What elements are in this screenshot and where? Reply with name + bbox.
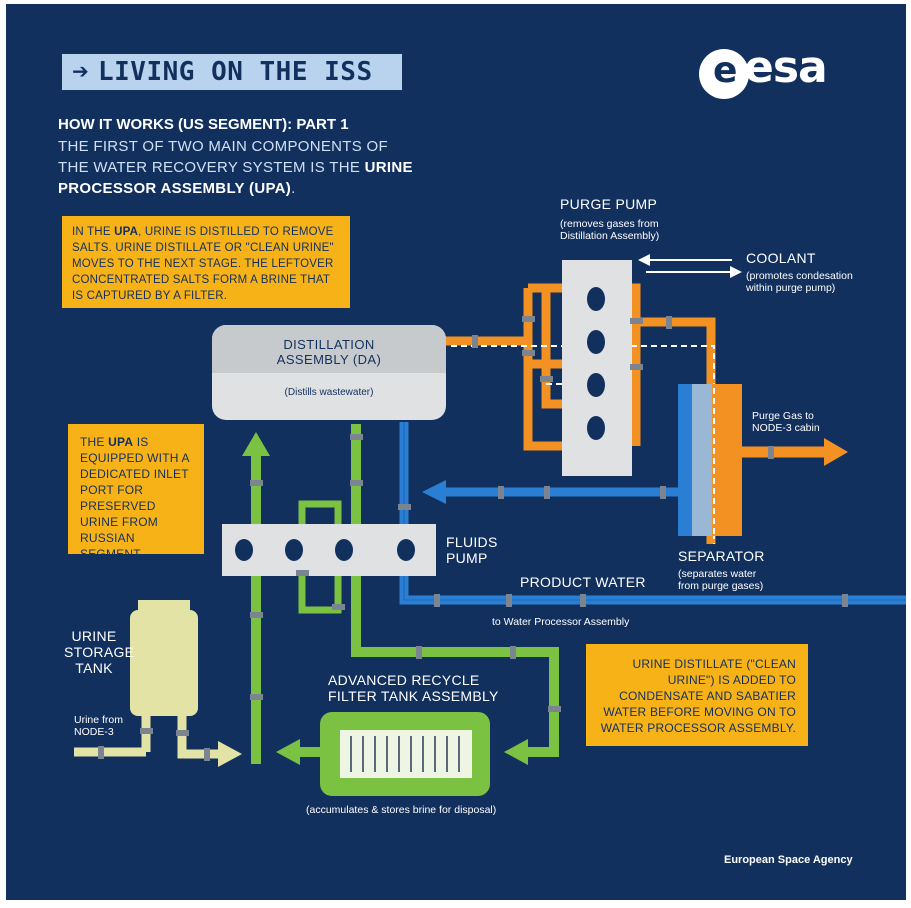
arfta-desc: (accumulates & stores brine for disposal… [306, 804, 497, 816]
esa-logo-icon: e [713, 50, 738, 91]
pipe-couplings [98, 316, 848, 761]
pipe-diagram [74, 254, 906, 796]
fluids-pump-label: FLUIDS PUMP [446, 534, 498, 566]
product-water-title: PRODUCT WATER [520, 574, 646, 590]
esa-logo-circle [699, 49, 749, 99]
title-banner [62, 54, 402, 90]
page-title: LIVING ON THE ISS [98, 57, 373, 87]
urine-source-label: Urine from NODE-3 [74, 714, 124, 738]
purge-pump-desc: (removes gases from Distillation Assembl… [560, 218, 660, 242]
coolant-desc: (promotes condesation within purge pump) [746, 270, 853, 294]
purge-pump-body [562, 260, 632, 476]
arrow-right-icon: ➔ [72, 59, 89, 83]
note-upa-intro: IN THE UPA, URINE IS DISTILLED TO REMOVE… [62, 216, 350, 308]
note-inlet-port: THE UPA IS EQUIPPED WITH A DEDICATED INL… [68, 424, 204, 561]
product-water-desc: to Water Processor Assembly [492, 616, 630, 628]
distillation-assembly: DISTILLATION ASSEMBLY (DA) (Distills was… [212, 325, 446, 420]
esa-logo-text: esa [744, 42, 828, 93]
distillation-assembly-title: DISTILLATION ASSEMBLY (DA) [276, 337, 382, 367]
note-urine-distillate: URINE DISTILLATE ("CLEAN URINE") IS ADDE… [586, 644, 808, 746]
footer-credit: European Space Agency [724, 854, 853, 866]
separator-return-pipe [422, 480, 684, 504]
purge-gas-arrow [742, 438, 848, 466]
section-heading: HOW IT WORKS (US SEGMENT): PART 1 [58, 116, 349, 133]
coolant-arrows [638, 254, 742, 278]
arfta-title: ADVANCED RECYCLE FILTER TANK ASSEMBLY [328, 672, 499, 704]
arfta-tank [320, 712, 490, 796]
coolant-title: COOLANT [746, 250, 816, 266]
distillation-assembly-top [212, 325, 446, 373]
fluids-pump-body [222, 524, 436, 576]
purge-pump-title: PURGE PUMP [560, 196, 658, 212]
section-subheading: THE FIRST OF TWO MAIN COMPONENTS OF THE … [58, 138, 413, 197]
urine-tank-label: URINE STORAGE TANK [64, 628, 135, 676]
separator-title: SEPARATOR [678, 548, 765, 564]
separator-desc: (separates water from purge gases) [678, 568, 764, 592]
urine-storage-tank [74, 600, 242, 767]
separator-body [678, 384, 742, 536]
purge-gas-label: Purge Gas to NODE-3 cabin [752, 410, 820, 434]
product-water-pipe [399, 422, 906, 605]
distillation-assembly-desc: (Distills wastewater) [284, 387, 374, 398]
infographic-board: ➔ LIVING ON THE ISS e esa HOW IT WORKS (… [6, 4, 906, 900]
